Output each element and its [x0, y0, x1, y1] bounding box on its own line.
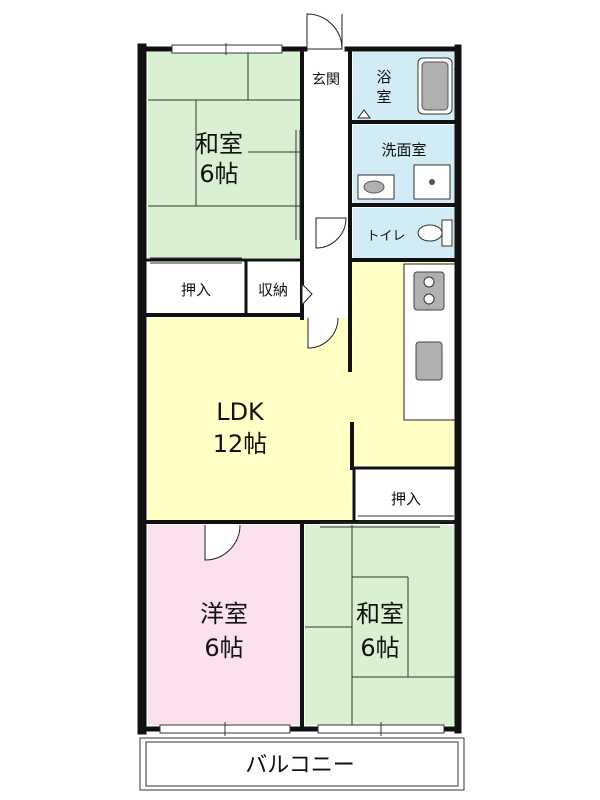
tatami-lines-nw	[148, 52, 300, 207]
oshiire-se-fill	[356, 471, 456, 520]
walls	[137, 43, 462, 735]
sliding-doors	[150, 130, 454, 528]
washbasin-icon	[357, 174, 395, 200]
windows	[159, 43, 445, 736]
ldk-size: 12帖	[213, 430, 268, 458]
swing-doors	[204, 13, 371, 561]
washitsu-se-size: 6帖	[360, 634, 399, 662]
ldk-fill	[148, 262, 456, 520]
washitsu-nw-size: 6帖	[199, 160, 238, 188]
yoshitsu-size: 6帖	[204, 634, 243, 662]
yoshitsu-name: 洋室	[200, 600, 248, 628]
toilet-label: トイレ	[366, 229, 405, 244]
washing-machine-icon	[413, 164, 451, 200]
corridor-fill	[305, 52, 347, 318]
genkan-label: 玄関	[312, 71, 340, 88]
oshiire-nw-fill	[148, 262, 244, 312]
balcony-fill	[140, 738, 464, 790]
bathtub-icon	[417, 57, 453, 115]
bath-label-2: 室	[376, 88, 391, 106]
stove-icon	[413, 271, 445, 311]
oshiire-se-label: 押入	[391, 490, 421, 508]
tatami-lines-se	[305, 525, 456, 725]
washitsu-nw-fill	[148, 52, 300, 258]
washitsu-se-fill	[305, 525, 456, 725]
yoshitsu-fill	[148, 525, 300, 725]
balcony-label: バルコニー	[245, 753, 355, 778]
oshiire-nw-label: 押入	[181, 281, 211, 299]
sink-icon	[415, 341, 443, 381]
ldk-name: LDK	[216, 398, 265, 426]
shuno-label: 収納	[258, 281, 288, 299]
shuno-fill	[248, 262, 300, 312]
senmen-label: 洗面室	[381, 141, 426, 159]
washitsu-se-name: 和室	[356, 600, 404, 628]
washitsu-nw-name: 和室	[195, 130, 243, 158]
toilet-icon	[417, 219, 453, 247]
balcony-outline	[139, 737, 465, 791]
bath-label-1: 浴	[376, 68, 391, 86]
